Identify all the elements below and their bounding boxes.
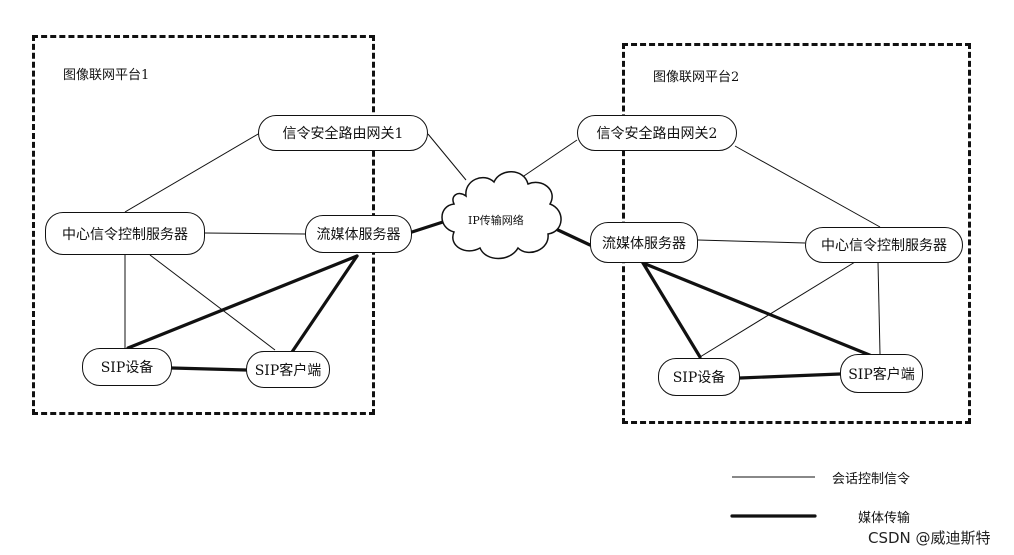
signaling-link <box>697 239 806 244</box>
platform-1-label: 图像联网平台1 <box>63 68 150 83</box>
signaling-link <box>699 261 856 358</box>
media-server-1: 流媒体服务器 <box>305 215 412 253</box>
media-link <box>556 228 592 247</box>
sip-client-1: SIP客户端 <box>246 351 330 388</box>
platform-2-label: 图像联网平台2 <box>653 70 740 85</box>
media-server-2: 流媒体服务器 <box>590 222 698 263</box>
sip-client-2: SIP客户端 <box>840 354 923 393</box>
watermark: CSDN @威迪斯特 <box>868 529 991 547</box>
media-link <box>170 366 248 372</box>
media-link <box>290 254 359 354</box>
signaling-link <box>204 232 306 235</box>
signaling-link <box>149 254 276 351</box>
media-link <box>410 219 448 234</box>
signaling-gateway-1: 信令安全路由网关1 <box>258 115 428 151</box>
media-link <box>641 261 874 358</box>
sip-device-2: SIP设备 <box>658 358 740 396</box>
signaling-link <box>877 261 881 355</box>
media-link <box>126 254 359 350</box>
signaling-link <box>427 133 467 181</box>
ip-network-label: IP传输网络 <box>468 214 524 227</box>
signaling-link <box>514 139 578 183</box>
central-signaling-server-2: 中心信令控制服务器 <box>805 227 963 263</box>
signaling-link <box>124 129 266 213</box>
media-link <box>641 261 702 359</box>
central-signaling-server-1: 中心信令控制服务器 <box>45 212 205 255</box>
legend-signaling-label: 会话控制信令 <box>832 472 911 487</box>
media-link <box>738 372 842 380</box>
signaling-link <box>734 145 881 228</box>
legend-media-label: 媒体传输 <box>858 511 911 526</box>
sip-device-1: SIP设备 <box>82 348 172 386</box>
ip-network-cloud-icon <box>441 171 562 260</box>
signaling-gateway-2: 信令安全路由网关2 <box>577 115 737 151</box>
